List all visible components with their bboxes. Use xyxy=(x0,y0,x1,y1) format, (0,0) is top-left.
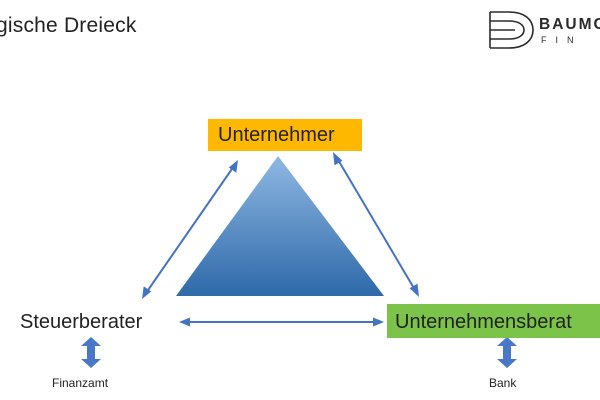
arrow-top-right xyxy=(333,152,419,297)
logo-name: BAUMC xyxy=(539,16,600,33)
updown-arrow-left-icon xyxy=(81,337,101,368)
slide-title: gische Dreieck xyxy=(0,14,137,37)
logo-mark-icon xyxy=(489,11,534,49)
updown-arrow-right-icon xyxy=(497,337,517,368)
pyramid-triangle xyxy=(176,156,384,296)
node-unternehmensberater: Unternehmensberat xyxy=(387,304,600,338)
node-steuerberater: Steuerberater xyxy=(20,311,143,333)
label-bank: Bank xyxy=(489,376,517,390)
company-logo: BAUMC FIN xyxy=(487,8,600,52)
arrow-left-top xyxy=(142,160,238,299)
node-unternehmer: Unternehmer xyxy=(208,119,362,151)
logo-subtitle: FIN xyxy=(541,35,583,45)
label-finanzamt: Finanzamt xyxy=(52,376,109,390)
node-unternehmer-label: Unternehmer xyxy=(218,124,335,146)
node-unternehmensberater-label: Unternehmensberat xyxy=(395,311,572,333)
arrow-left-right xyxy=(179,317,384,327)
